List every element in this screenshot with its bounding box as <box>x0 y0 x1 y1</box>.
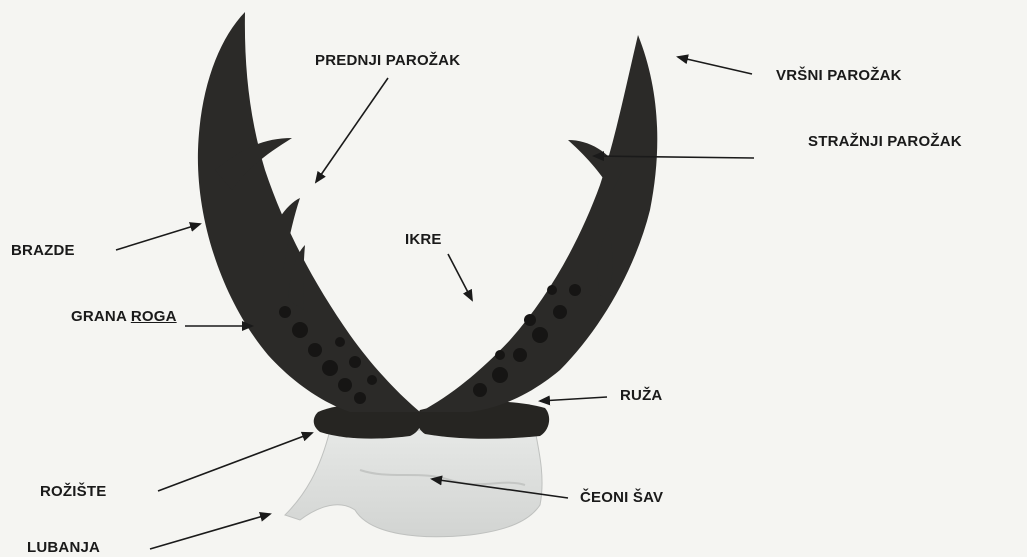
arrow-prednji-parozak <box>316 78 388 182</box>
arrow-ruza <box>540 397 607 401</box>
label-lubanja: LUBANJA <box>27 540 100 555</box>
label-straznji-parozak: STRAŽNJI PAROŽAK <box>808 134 962 149</box>
label-prednji-parozak: PREDNJI PAROŽAK <box>315 53 460 68</box>
label-ruza: RUŽA <box>620 388 662 403</box>
arrow-rogiste <box>158 433 312 491</box>
arrow-ikre <box>448 254 472 300</box>
label-rogiste: ROŽIŠTE <box>40 484 106 499</box>
arrow-brazde <box>116 224 200 250</box>
label-grana-roga-part1: GRANA <box>71 308 126 325</box>
arrow-lubanja <box>150 514 270 549</box>
label-ikre: IKRE <box>405 232 442 247</box>
label-grana-roga-part2: ROGA <box>131 308 177 325</box>
arrow-vrsni-parozak <box>678 57 752 74</box>
right-antler-beam <box>420 35 657 412</box>
label-brazde: BRAZDE <box>11 243 75 258</box>
label-vrsni-parozak: VRŠNI PAROŽAK <box>776 68 902 83</box>
label-ceoni-sav: ČEONI ŠAV <box>580 490 663 505</box>
label-grana-roga: GRANA ROGA <box>71 309 177 324</box>
